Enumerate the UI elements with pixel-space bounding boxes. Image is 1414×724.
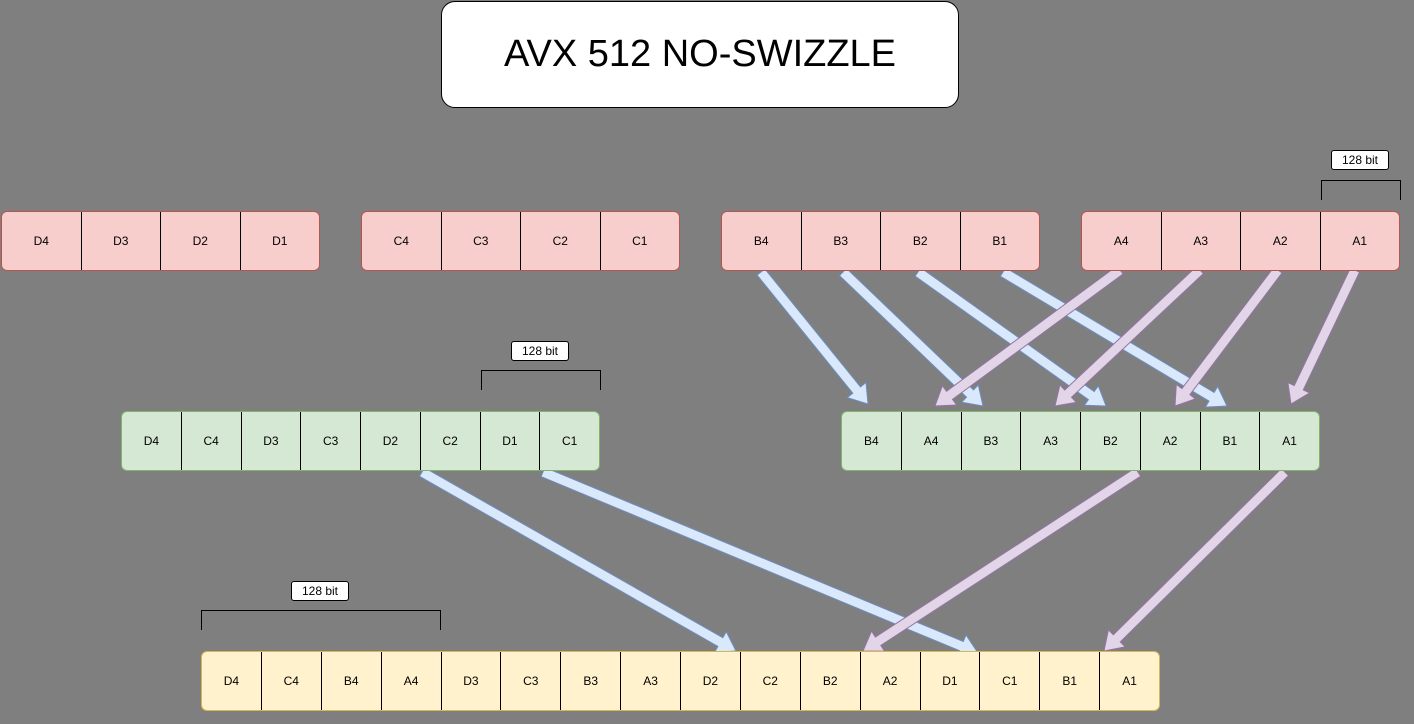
register-lane-a3: A3 — [1160, 212, 1241, 270]
register-lane-d1: D1 — [479, 412, 540, 470]
register-lane-b3: B3 — [800, 212, 881, 270]
register-lane-a2: A2 — [1240, 212, 1320, 270]
register-lane-d4: D4 — [33, 234, 49, 248]
register-lane-b3: B3 — [560, 652, 620, 710]
register-lane-d2: D2 — [360, 412, 420, 470]
arrow-b2a2 — [862, 467, 1142, 652]
register-lane-a4: A4 — [900, 412, 961, 470]
register-lane-b4: B4 — [864, 434, 879, 448]
arrow-b1a1 — [1103, 467, 1290, 652]
register-lane-d2: D2 — [680, 652, 740, 710]
arrow-b4 — [756, 268, 869, 405]
register-lane-b4: B4 — [753, 234, 769, 248]
register-lane-d3: D3 — [240, 412, 301, 470]
arrow-a3 — [1054, 265, 1205, 407]
register-lane-d4: D4 — [143, 434, 160, 448]
register-lane-c3: C3 — [440, 212, 521, 270]
bit-width-label-result: 128 bit — [291, 581, 349, 601]
register-lane-c2: C2 — [739, 652, 800, 710]
bit-width-label-source: 128 bit — [1331, 150, 1389, 170]
arrows-ba-to-result — [862, 467, 1290, 652]
register-lane-a3: A3 — [1020, 412, 1080, 470]
register-lane-b1: B1 — [1199, 412, 1260, 470]
register-lane-a2: A2 — [1139, 412, 1200, 470]
register-lane-a2: A2 — [859, 652, 920, 710]
arrow-a2 — [1174, 266, 1283, 407]
register-lane-b2: B2 — [799, 652, 860, 710]
register-lane-d4: D4 — [223, 674, 240, 688]
register-lane-b2: B2 — [1080, 412, 1140, 470]
register-lane-c1: C1 — [599, 212, 680, 270]
register-lane-b1: B1 — [959, 212, 1040, 270]
register-lane-d1: D1 — [919, 652, 980, 710]
arrow-b1 — [999, 267, 1228, 408]
register-lane-c2: C2 — [419, 412, 480, 470]
arrows-a-to-mid — [934, 265, 1361, 407]
register-lane-c4: C4 — [260, 652, 321, 710]
register-lane-d2: D2 — [160, 212, 240, 270]
arrow-b2 — [914, 267, 1107, 407]
arrow-d1c1 — [540, 466, 979, 658]
bit-width-label-intermediate: 128 bit — [511, 341, 569, 361]
register-lane-b2: B2 — [880, 212, 960, 270]
bit-width-bracket-intermediate — [481, 370, 601, 390]
register-lane-c1: C1 — [979, 652, 1039, 710]
register-lane-a1: A1 — [1259, 412, 1319, 470]
register-lane-d3: D3 — [80, 212, 161, 270]
register-lane-c3: C3 — [300, 412, 360, 470]
arrow-a1 — [1287, 267, 1361, 405]
register-lane-a1: A1 — [1319, 212, 1400, 270]
register-lane-c4: C4 — [180, 412, 241, 470]
register-lane-d3: D3 — [440, 652, 501, 710]
bit-width-bracket-result — [201, 610, 441, 630]
register-lane-c3: C3 — [500, 652, 560, 710]
register-lane-a4: A4 — [380, 652, 441, 710]
register-lane-c1: C1 — [539, 412, 599, 470]
register-lane-a1: A1 — [1099, 652, 1159, 710]
register-lane-c2: C2 — [520, 212, 600, 270]
arrow-b3 — [838, 267, 984, 407]
arrow-a4 — [934, 265, 1124, 407]
register-lane-b1: B1 — [1039, 652, 1099, 710]
bit-width-bracket-source — [1321, 180, 1401, 200]
register-lane-a3: A3 — [620, 652, 680, 710]
register-lane-b3: B3 — [960, 412, 1021, 470]
register-lane-c4: C4 — [393, 234, 409, 248]
arrows-b-to-mid — [756, 267, 1228, 408]
diagram-title: AVX 512 NO-SWIZZLE — [441, 1, 959, 108]
register-lane-a4: A4 — [1113, 234, 1129, 248]
register-lane-b4: B4 — [320, 652, 381, 710]
register-lane-d1: D1 — [239, 212, 320, 270]
arrow-d2c2 — [418, 467, 737, 654]
